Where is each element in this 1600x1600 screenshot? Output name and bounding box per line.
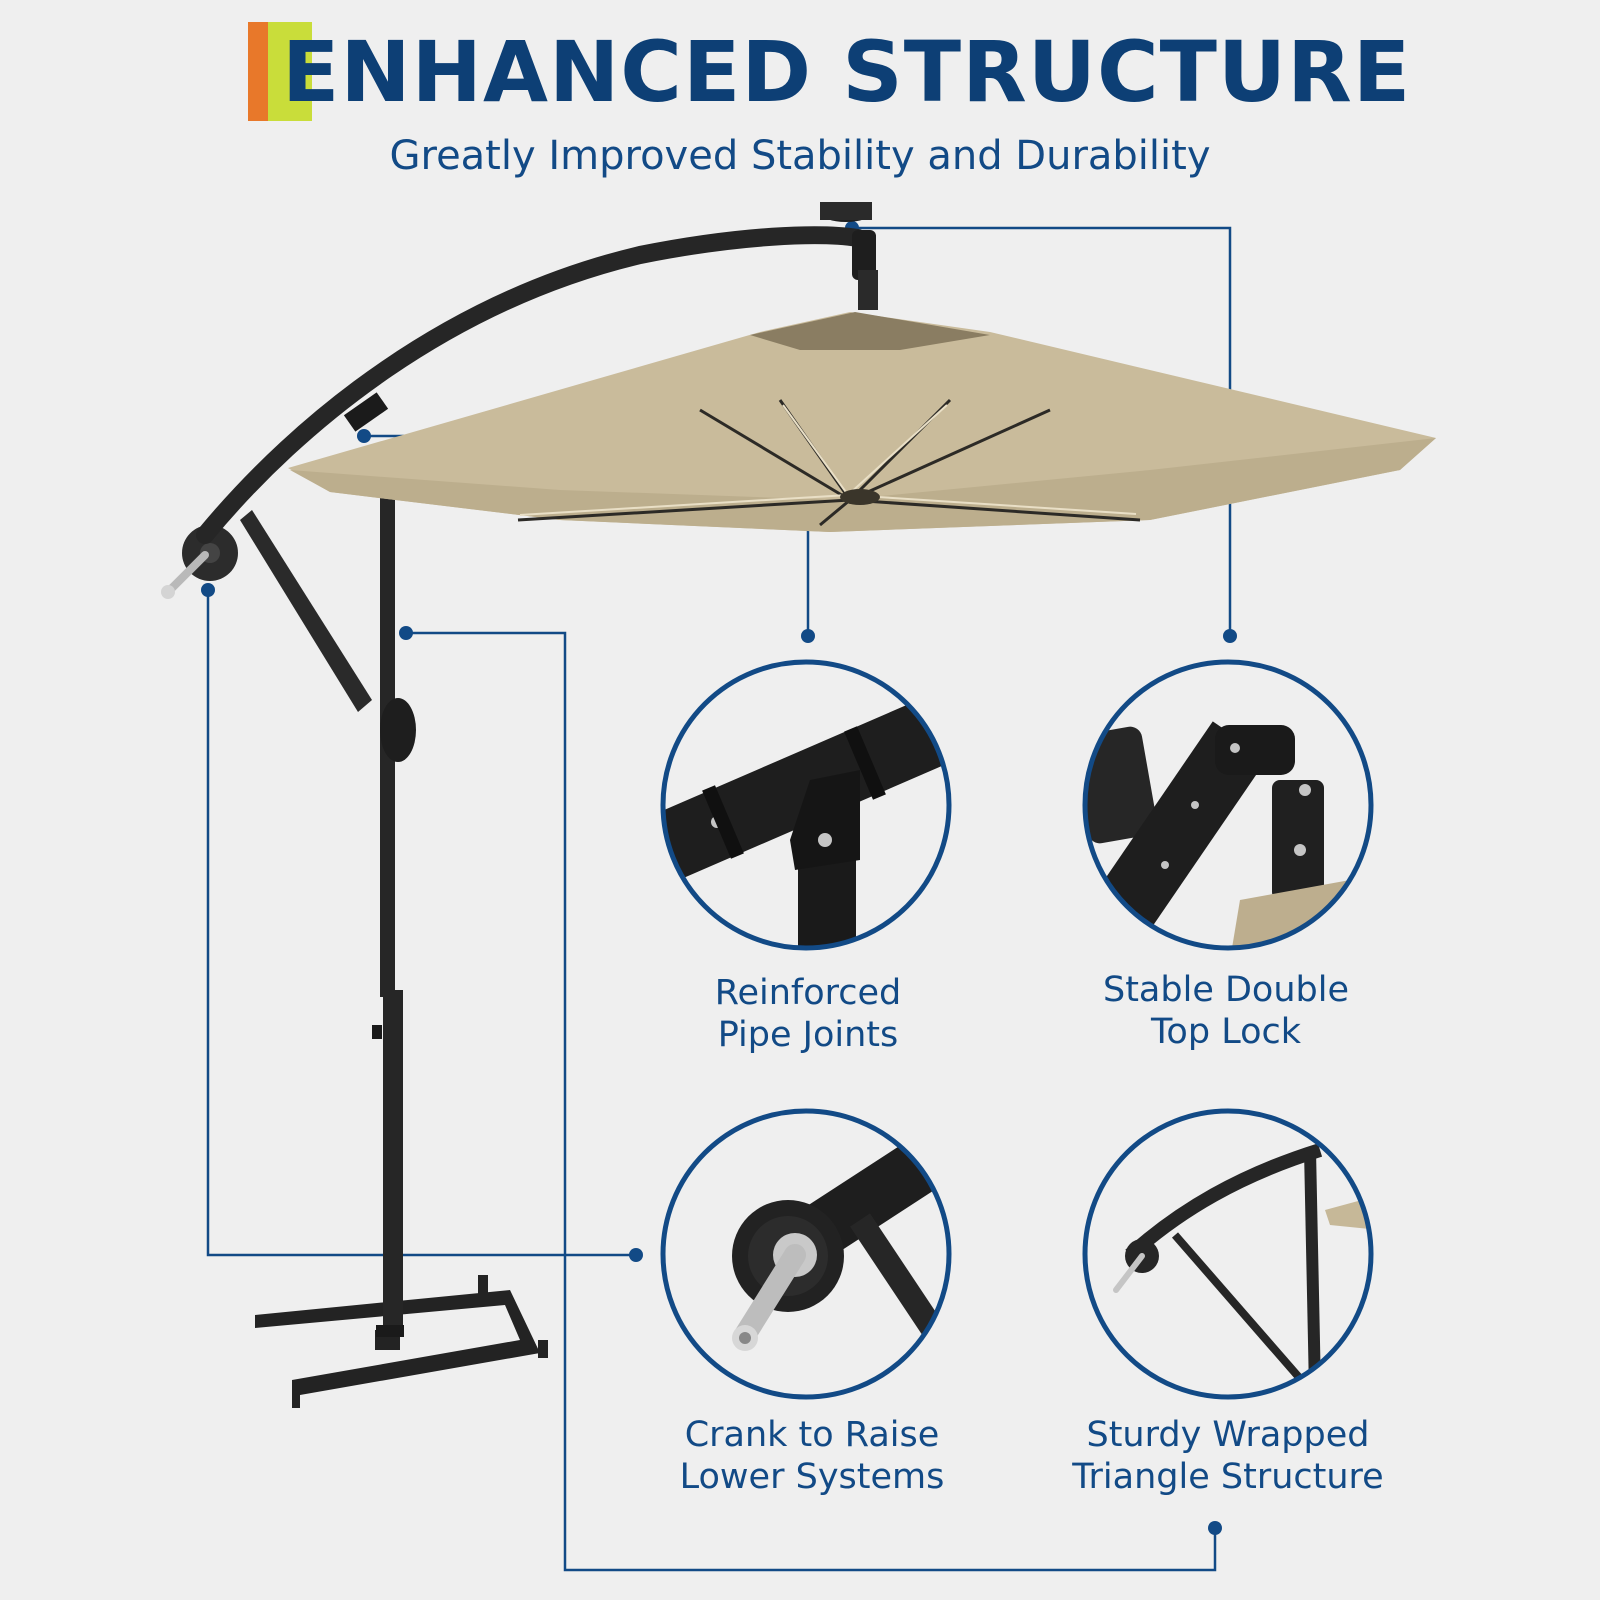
callout-dot — [399, 626, 413, 640]
page-subtitle: Greatly Improved Stability and Durabilit… — [389, 133, 1211, 179]
callout-dots — [201, 221, 1237, 1535]
callout-line-crank — [206, 590, 636, 1257]
feature-caption-pipe-joints: Reinforced Pipe Joints — [598, 972, 1018, 1056]
support-brace — [161, 510, 416, 762]
feature-caption-triangle-structure: Sturdy Wrapped Triangle Structure — [1018, 1414, 1438, 1498]
top-lock-joint — [820, 202, 878, 310]
feature-caption-line: Pipe Joints — [717, 1015, 899, 1055]
feature-caption-top-lock: Stable Double Top Lock — [1016, 969, 1436, 1053]
top-lock-detail-icon — [1082, 659, 1374, 951]
feature-caption-crank: Crank to Raise Lower Systems — [602, 1414, 1022, 1498]
umbrella-canopy — [288, 312, 1436, 532]
feature-caption-line: Stable Double — [1102, 970, 1349, 1010]
callout-dot — [201, 583, 215, 597]
page-title: ENHANCED STRUCTURE — [282, 23, 1412, 121]
pipe-joints-detail-icon — [660, 659, 952, 951]
callout-dot — [801, 629, 815, 643]
crank-detail-icon — [660, 1108, 952, 1400]
feature-caption-line: Triangle Structure — [1072, 1457, 1384, 1497]
feature-caption-line: Top Lock — [1151, 1012, 1301, 1052]
feature-caption-line: Crank to Raise — [684, 1415, 940, 1455]
title-accent-orange-bar — [248, 22, 268, 121]
arm-joint-collar — [343, 392, 389, 432]
callout-line-triangle — [406, 631, 1217, 1572]
triangle-structure-detail-icon — [1082, 1108, 1374, 1400]
title-accent-lime-bar — [268, 22, 312, 121]
feature-caption-line: Reinforced — [714, 973, 902, 1013]
feature-caption-line: Lower Systems — [679, 1457, 945, 1497]
cantilever-arm — [196, 226, 867, 544]
callout-dot — [1223, 629, 1237, 643]
umbrella-pole — [372, 497, 404, 1337]
callout-dot — [629, 1248, 643, 1262]
callout-dot — [357, 429, 371, 443]
feature-caption-line: Sturdy Wrapped — [1086, 1415, 1370, 1455]
callout-dot — [1208, 1521, 1222, 1535]
